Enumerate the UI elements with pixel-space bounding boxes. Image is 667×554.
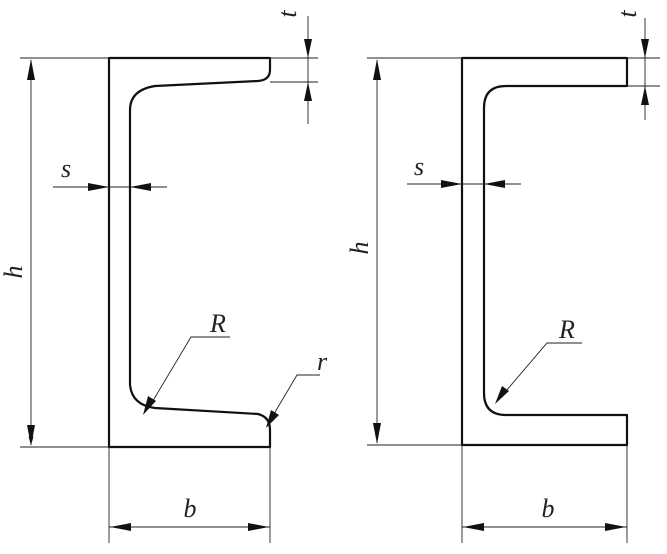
width-dimension: b (461, 445, 628, 543)
height-dimension: h (345, 57, 462, 446)
flange-thickness-dimension: t (613, 10, 660, 120)
width-dimension: b (108, 447, 271, 543)
channel-profile (460, 56, 629, 447)
channel-profile (107, 56, 272, 449)
web-thickness-dimension: s (53, 154, 167, 191)
h-label: h (0, 266, 28, 279)
s-label: s (414, 152, 424, 181)
parallel-flange-channel: h t s b R (345, 10, 660, 543)
root-radius-leader: R (495, 315, 582, 404)
R-label: R (209, 309, 226, 338)
height-dimension: h (0, 57, 109, 448)
root-radius-leader: R (143, 309, 230, 415)
flange-thickness-dimension: t (270, 10, 318, 124)
b-label: b (184, 494, 197, 523)
toe-radius-leader: r (266, 347, 328, 428)
R-label: R (558, 315, 575, 344)
b-label: b (542, 494, 555, 523)
h-label: h (345, 242, 374, 255)
s-label: s (61, 154, 71, 183)
r-label: r (317, 347, 328, 376)
t-label: t (273, 10, 302, 18)
web-thickness-dimension: s (407, 152, 521, 188)
sloped-flange-channel: h t s b R (0, 10, 328, 543)
t-label: t (613, 10, 642, 18)
